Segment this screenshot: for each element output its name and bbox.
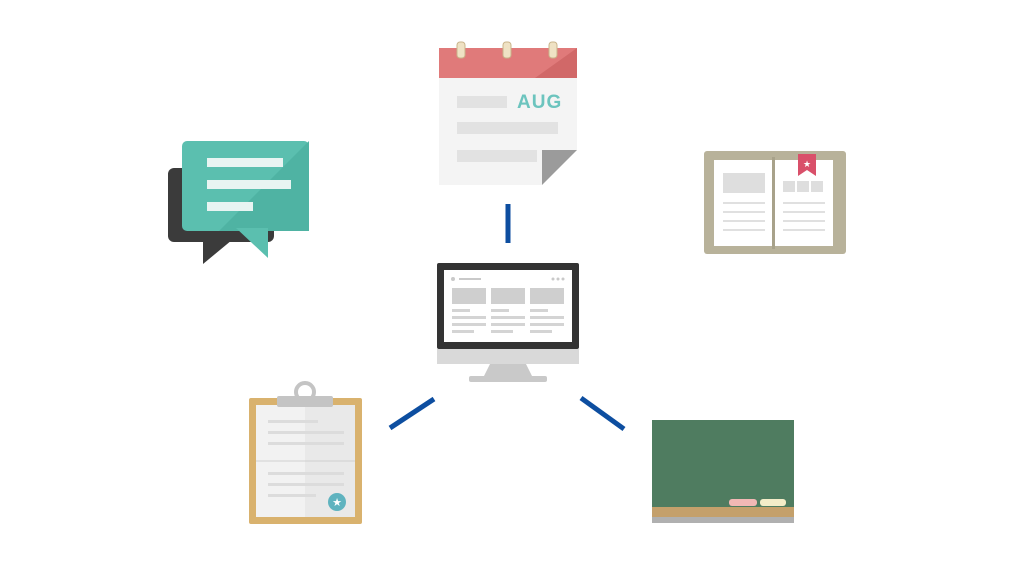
calendar-bar — [457, 96, 507, 108]
calendar-header-shade — [535, 48, 577, 78]
monitor-base — [469, 376, 547, 382]
calendar-ring — [502, 41, 512, 59]
chalkboard-tray-shadow — [652, 517, 794, 523]
screen-text-line — [491, 316, 525, 319]
book-image-block — [723, 173, 765, 193]
clipboard-text-line — [268, 472, 344, 475]
calendar-rings — [456, 41, 558, 59]
screen-text-line — [452, 330, 474, 333]
chalkboard-icon — [652, 420, 794, 523]
calendar-icon: AUG — [439, 41, 577, 185]
screen-text-line — [452, 316, 486, 319]
connectors — [388, 204, 626, 432]
screen-text-line — [452, 323, 486, 326]
bookmark-star-icon: ★ — [803, 160, 811, 170]
screen-text-line — [452, 309, 470, 312]
chat-back-bubble-tail — [203, 240, 232, 264]
screen-text-line — [530, 330, 552, 333]
screen-text-lines — [452, 309, 564, 333]
book-left-lines — [723, 202, 765, 231]
screen-tile — [452, 288, 486, 304]
book-right-lines — [783, 202, 825, 231]
screen-text-line — [491, 309, 509, 312]
screen-text-line — [491, 330, 513, 333]
chat-front-bubble-tail — [236, 228, 268, 258]
clipboard-text-line — [268, 442, 344, 445]
screen-text-line — [530, 316, 564, 319]
calendar-bar — [457, 150, 537, 162]
clipboard-badge — [328, 493, 346, 511]
monitor-chin — [437, 349, 579, 364]
clipboard-text-line — [268, 494, 316, 497]
book-thumb-block — [783, 181, 795, 192]
chat-text-line — [207, 158, 283, 167]
clipboard-text-line — [268, 431, 344, 434]
screen-app-dot — [451, 277, 455, 281]
screen-window-dot — [561, 277, 565, 281]
screen-text-line — [491, 323, 525, 326]
desktop-monitor-icon — [437, 263, 579, 382]
chalk-piece-cream — [760, 499, 786, 506]
calendar-bar — [457, 122, 558, 134]
chalkboard-tray — [652, 507, 794, 517]
book-bookmark-ribbon — [798, 154, 816, 176]
book-spine — [772, 157, 775, 249]
open-book-icon: ★ — [704, 151, 846, 254]
badge-star-icon: ★ — [332, 496, 342, 509]
chalk-piece-pink — [729, 499, 757, 506]
chat-bubbles-icon — [168, 141, 309, 264]
screen-window-dot — [556, 277, 560, 281]
calendar-ring — [456, 41, 466, 59]
screen-text-line — [530, 323, 564, 326]
screen-tile — [491, 288, 525, 304]
clipboard-text-line — [268, 420, 318, 423]
clipboard-clip — [277, 396, 333, 407]
calendar-ring — [548, 41, 558, 59]
chat-text-line — [207, 180, 291, 189]
book-thumb-block — [811, 181, 823, 192]
connector-monitor-to-clipboard — [388, 396, 436, 431]
clipboard-text-line — [268, 483, 344, 486]
monitor-neck — [484, 364, 532, 376]
clipboard-text-lines — [268, 420, 344, 497]
clipboard-icon: ★ — [249, 381, 362, 524]
chalkboard-surface — [652, 420, 794, 507]
calendar-month-label: AUG — [517, 92, 562, 113]
calendar-page-fold — [542, 150, 577, 185]
screen-app-title — [459, 278, 481, 280]
chat-text-line — [207, 202, 253, 211]
book-thumb-block — [797, 181, 809, 192]
screen-tile — [530, 288, 564, 304]
connector-monitor-to-chalkboard — [579, 395, 626, 432]
screen-window-dot — [551, 277, 555, 281]
screen-text-line — [530, 309, 548, 312]
